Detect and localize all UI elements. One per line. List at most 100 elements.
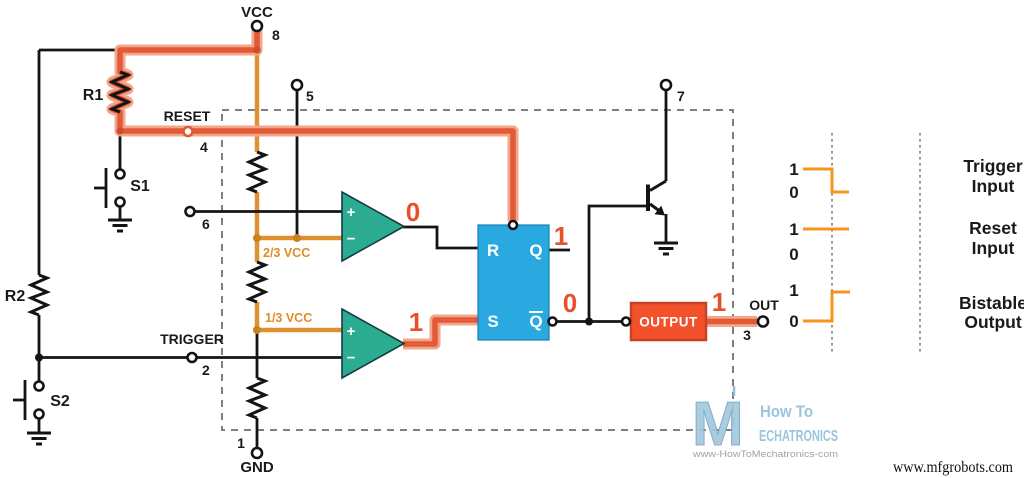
logo-how-to: How To xyxy=(760,402,813,421)
pin7-label: 7 xyxy=(677,88,685,104)
terminal-vcc-pin8 xyxy=(250,19,264,33)
pin8-label: 8 xyxy=(272,27,280,43)
state-comp1-out: 0 xyxy=(406,197,420,227)
terminal-s1-top xyxy=(114,168,126,180)
waveform-panel: 1 0 1 0 1 0 Trigger Input Reset Input Bi… xyxy=(789,133,1024,352)
bistable-low-level: 0 xyxy=(789,312,798,331)
trigger-low-level: 0 xyxy=(789,183,798,202)
junction-trigger-rail xyxy=(35,353,43,362)
pin4-label: 4 xyxy=(200,139,208,155)
reset-input-name-2: Input xyxy=(972,238,1015,258)
switch-s2 xyxy=(13,380,27,420)
s2-label: S2 xyxy=(50,393,70,410)
logic-state-digits: 0 1 1 0 1 xyxy=(406,197,726,337)
terminal-gnd-pin1 xyxy=(250,446,264,460)
terminal-latch-reset-top xyxy=(507,219,519,231)
junction-vcc-split xyxy=(253,46,261,54)
trigger-input-trace xyxy=(803,167,849,194)
comp2-minus-mark: − xyxy=(347,350,356,367)
trigger-input-name-2: Input xyxy=(972,176,1015,196)
comparator-threshold xyxy=(341,190,406,263)
ground-s1 xyxy=(108,218,132,233)
reset-input-name-1: Reset xyxy=(969,218,1017,238)
footer-site-url: www.mfgrobots.com xyxy=(893,459,1013,476)
ic-boundary-dashed-box xyxy=(221,109,734,431)
voltage-divider-wires xyxy=(254,52,342,333)
ground-transistor xyxy=(654,241,678,256)
pin3-label: 3 xyxy=(743,327,751,343)
logo-url: www-HowToMechatronics-com xyxy=(692,449,838,460)
resistors xyxy=(27,70,269,420)
state-q-out: 1 xyxy=(554,221,568,251)
r1-label: R1 xyxy=(83,87,104,104)
qbar-to-base-wire xyxy=(587,204,646,322)
comp1-plus-mark: + xyxy=(347,204,356,221)
reset-low-level: 0 xyxy=(789,245,798,264)
latch-q-label: Q xyxy=(529,241,542,260)
pin6-label: 6 xyxy=(202,216,210,232)
terminal-s2-bottom xyxy=(33,408,45,420)
divider-node-labels: 2/3 VCC 1/3 VCC xyxy=(263,246,312,325)
junction-dots xyxy=(35,46,593,362)
vcc-label: VCC xyxy=(241,4,273,21)
waveform-levels: 1 0 1 0 1 0 xyxy=(789,160,798,331)
resistor-r1 xyxy=(108,70,132,114)
resistor-divider-bottom xyxy=(245,376,269,420)
s1-label: S1 xyxy=(130,178,150,195)
bistable-output-name-2: Output xyxy=(964,312,1022,332)
terminal-out-pin3 xyxy=(756,315,770,328)
terminal-reset-pin4 xyxy=(182,125,194,138)
resistor-divider-mid xyxy=(245,260,269,304)
pin2-label: 2 xyxy=(202,362,210,378)
out-net-label: OUT xyxy=(749,297,779,313)
set-path-core xyxy=(403,317,478,347)
trigger-high-level: 1 xyxy=(789,160,798,179)
junction-pin5 xyxy=(293,234,301,242)
bistable-output-trace xyxy=(803,290,850,323)
comparator-marks: + − + − xyxy=(347,204,356,367)
waveform-names: Trigger Input Reset Input Bistable Outpu… xyxy=(959,156,1024,332)
bistable-high-level: 1 xyxy=(789,281,798,300)
trigger-net-label: TRIGGER xyxy=(160,331,224,347)
schematic-labels: VCC 8 5 7 RESET 4 6 TRIGGER 2 1 GND OUT … xyxy=(5,4,779,476)
terminal-qbar-bubble xyxy=(547,316,558,327)
comp2-plus-mark: + xyxy=(347,323,356,340)
logo-m: M xyxy=(692,390,744,459)
terminal-output-input xyxy=(620,316,632,327)
junction-one-third xyxy=(253,326,261,334)
gnd-label: GND xyxy=(240,459,274,476)
r2-label: R2 xyxy=(5,288,26,305)
resistor-r2 xyxy=(27,273,51,317)
terminal-pin6 xyxy=(184,205,196,218)
logo-mechatronics: ECHATRONICS xyxy=(759,428,838,445)
ground-s2 xyxy=(27,431,51,446)
terminal-pin5 xyxy=(290,78,304,92)
switch-s1 xyxy=(94,168,108,208)
terminal-s2-top xyxy=(33,380,45,392)
reset-net-label: RESET xyxy=(164,108,211,124)
transistor-emitter-arrow xyxy=(654,205,665,216)
reset-high-level: 1 xyxy=(789,220,798,239)
terminals xyxy=(33,19,770,460)
watermark-logo: M How To ECHATRONICS www-HowToMechatroni… xyxy=(692,386,838,460)
comparator-trigger xyxy=(341,307,406,380)
comp1-minus-mark: − xyxy=(347,231,356,248)
trigger-input-name-1: Trigger xyxy=(963,156,1023,176)
latch-r-label: R xyxy=(487,241,499,260)
output-block-label: OUTPUT xyxy=(639,315,698,330)
terminal-trigger-pin2 xyxy=(186,351,198,364)
pin5-label: 5 xyxy=(306,88,314,104)
comp1-to-r-wire xyxy=(403,225,478,250)
ground-symbols xyxy=(27,218,678,446)
sr-latch-box xyxy=(477,224,550,341)
one-third-vcc-label: 1/3 VCC xyxy=(265,311,312,325)
state-comp2-out: 1 xyxy=(409,307,423,337)
pin1-label: 1 xyxy=(237,435,245,451)
latch-qbar-label: Q xyxy=(529,312,542,331)
resistor-divider-top xyxy=(245,150,269,194)
bistable-output-name-1: Bistable xyxy=(959,293,1024,313)
junction-qbar-base xyxy=(585,317,593,326)
junction-reset-node xyxy=(116,127,124,135)
two-thirds-vcc-label: 2/3 VCC xyxy=(263,246,310,260)
